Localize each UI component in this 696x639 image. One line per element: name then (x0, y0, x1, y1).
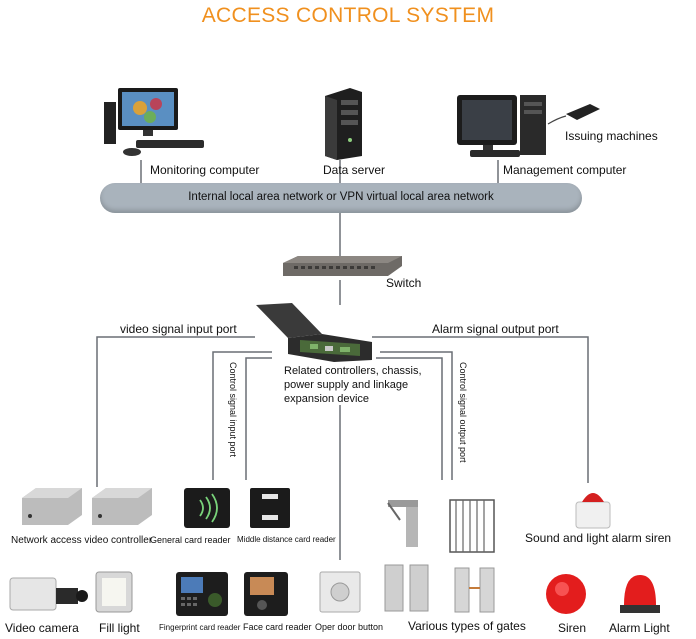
fingerprint-reader-label: Fingerprint card reader (159, 623, 241, 632)
controller-label-line1: Related controllers, chassis, (284, 365, 422, 377)
alarm-output-port-label: Alarm signal output port (432, 322, 559, 336)
alarm-light-label: Alarm Light (609, 621, 670, 635)
fill-light-label: Fill light (99, 621, 140, 635)
issuing-machine-label: Issuing machines (565, 129, 658, 143)
video-input-port-label: video signal input port (120, 322, 237, 336)
data-server-label: Data server (323, 163, 386, 177)
general-card-reader-label: General card reader (150, 535, 231, 545)
management-computer-label: Management computer (503, 163, 627, 177)
door-button-label: Oper door button (315, 622, 384, 632)
controller-label-line3: expansion device (284, 393, 370, 405)
network-bus-label: Internal local area network or VPN virtu… (188, 191, 494, 203)
face-reader-label: Face card reader (243, 622, 312, 632)
gates-label: Various types of gates (408, 619, 526, 633)
control-input-port-label: Control signal input port (228, 362, 238, 458)
switch-label: Switch (386, 276, 422, 290)
middle-distance-reader-label: Middle distance card reader (237, 535, 336, 544)
network-video-controller-label: Network access video controller (11, 535, 153, 546)
diagram-title: ACCESS CONTROL SYSTEM (201, 4, 495, 27)
video-camera-label: Video camera (5, 621, 79, 635)
controller-label-line2: power supply and linkage (284, 379, 409, 391)
siren-label: Siren (558, 621, 587, 635)
network-bus (100, 183, 582, 213)
alarm-siren-label: Sound and light alarm siren (525, 531, 672, 545)
control-output-port-label: Control signal output port (458, 362, 468, 463)
controller-label: Related controllers, chassis, power supp… (284, 364, 422, 406)
monitoring-computer-label: Monitoring computer (150, 163, 260, 177)
